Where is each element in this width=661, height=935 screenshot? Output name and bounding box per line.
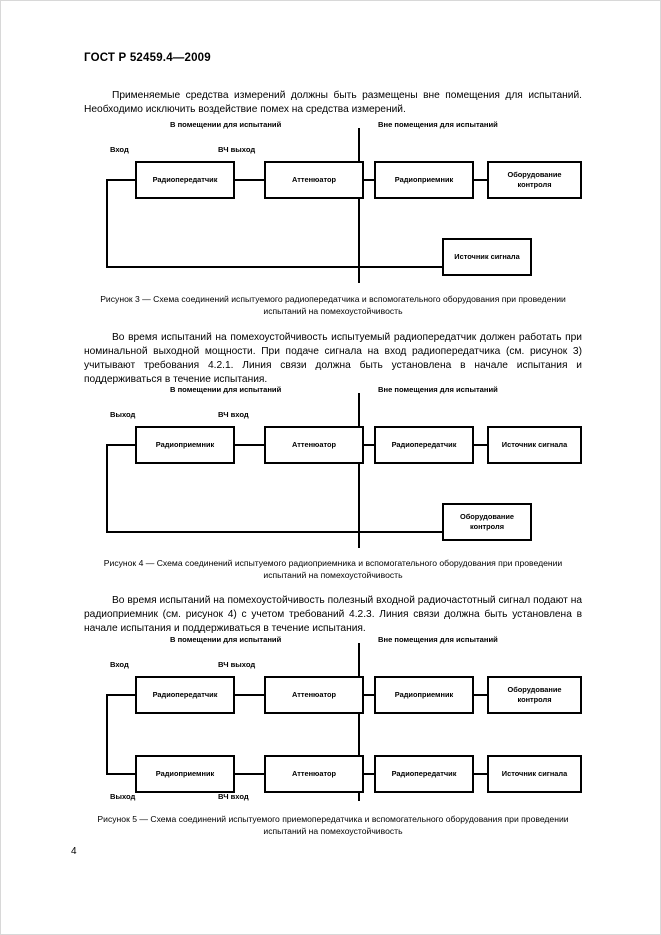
figure-4-caption: Рисунок 4 — Схема соединений испытуемого…	[103, 558, 563, 580]
wire-receiver-monitoring	[474, 179, 487, 181]
zone-divider-line	[358, 128, 360, 283]
wire-transmitter-signal-source-bottom	[474, 773, 487, 775]
port-label-input: Вход	[110, 145, 129, 154]
block-transmitter: Радиопередатчик	[374, 755, 474, 793]
block-transmitter: Радиопередатчик	[374, 426, 474, 464]
zone-label-outside: Вне помещения для испытаний	[378, 120, 498, 129]
figure-3-diagram: В помещении для испытаний Вне помещения …	[84, 120, 582, 285]
port-label-rf-input: ВЧ вход	[218, 792, 249, 801]
block-signal-source: Источник сигнала	[487, 755, 582, 793]
block-signal-source: Источник сигнала	[487, 426, 582, 464]
page-number: 4	[71, 846, 77, 857]
wire-attenuator-divider	[364, 444, 374, 446]
paragraph-immunity-receiver: Во время испытаний на помехоустойчивость…	[84, 595, 582, 634]
block-monitoring-equipment: Оборудование контроля	[442, 503, 532, 541]
port-label-output: Выход	[110, 410, 136, 419]
block-attenuator: Аттенюатор	[264, 426, 364, 464]
wire-feedback-monitoring	[106, 531, 442, 533]
wire-receiver-attenuator	[235, 444, 264, 446]
block-signal-source: Источник сигнала	[442, 238, 532, 276]
block-receiver: Радиоприемник	[374, 161, 474, 199]
zone-label-inside: В помещении для испытаний	[170, 120, 282, 129]
wire-attenuator-divider-bottom	[364, 773, 374, 775]
wire-output-stub	[106, 773, 135, 775]
figure-5-caption: Рисунок 5 — Схема соединений испытуемого…	[97, 814, 569, 836]
block-receiver: Радиоприемник	[374, 676, 474, 714]
port-label-input: Вход	[110, 660, 129, 669]
wire-receiver-attenuator-bottom	[235, 773, 264, 775]
figure-4-diagram: В помещении для испытаний Вне помещения …	[84, 385, 582, 550]
port-label-output: Выход	[110, 792, 136, 801]
wire-feedback-signal-source	[106, 266, 442, 268]
wire-input-stub	[106, 179, 135, 181]
wire-input-stub	[106, 694, 135, 696]
zone-divider-line	[358, 393, 360, 548]
wire-attenuator-divider-top	[364, 694, 374, 696]
wire-output-stub	[106, 444, 135, 446]
figure-3-caption: Рисунок 3 — Схема соединений испытуемого…	[100, 294, 566, 316]
figure-5-diagram: В помещении для испытаний Вне помещения …	[84, 635, 582, 807]
zone-label-inside: В помещении для испытаний	[170, 635, 282, 644]
wire-output-riser	[106, 444, 108, 533]
zone-divider-line	[358, 643, 360, 801]
wire-receiver-monitoring-top	[474, 694, 487, 696]
port-label-rf-input: ВЧ вход	[218, 410, 249, 419]
paragraph-intro: Применяемые средства измерений должны бы…	[84, 90, 582, 115]
zone-label-outside: Вне помещения для испытаний	[378, 385, 498, 394]
wire-transmitter-signal-source	[474, 444, 487, 446]
block-monitoring-equipment: Оборудование контроля	[487, 676, 582, 714]
zone-label-outside: Вне помещения для испытаний	[378, 635, 498, 644]
wire-input-riser	[106, 179, 108, 268]
port-label-rf-output: ВЧ выход	[218, 660, 256, 669]
block-receiver: Радиоприемник	[135, 426, 235, 464]
block-attenuator: Аттенюатор	[264, 676, 364, 714]
block-monitoring-equipment: Оборудование контроля	[487, 161, 582, 199]
block-transmitter: Радиопередатчик	[135, 161, 235, 199]
port-label-rf-output: ВЧ выход	[218, 145, 256, 154]
wire-attenuator-divider	[364, 179, 374, 181]
block-transmitter: Радиопередатчик	[135, 676, 235, 714]
paragraph-immunity-transmitter: Во время испытаний на помехоустойчивость…	[84, 332, 582, 385]
standard-header: ГОСТ Р 52459.4—2009	[84, 52, 211, 64]
wire-transmitter-attenuator-top	[235, 694, 264, 696]
block-attenuator: Аттенюатор	[264, 161, 364, 199]
block-attenuator: Аттенюатор	[264, 755, 364, 793]
zone-label-inside: В помещении для испытаний	[170, 385, 282, 394]
wire-left-interconnect	[106, 694, 108, 775]
block-receiver: Радиоприемник	[135, 755, 235, 793]
wire-transmitter-attenuator	[235, 179, 264, 181]
